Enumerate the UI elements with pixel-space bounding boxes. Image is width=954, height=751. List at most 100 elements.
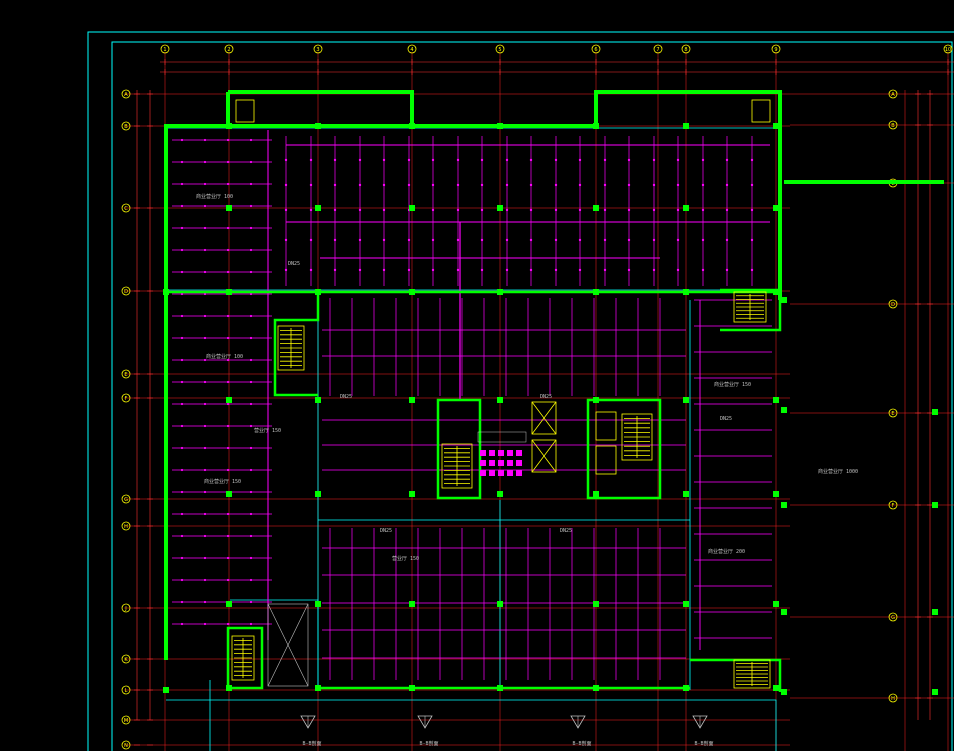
sprinkler-head-u-4-1 <box>358 158 362 162</box>
left-axis-bubble-1-label: A <box>124 92 128 98</box>
fixture-1-5 <box>516 450 522 456</box>
sprinkler-head-w-470-3 <box>226 468 230 472</box>
right-axis-bubble-4-label: D <box>891 302 895 308</box>
left-axis-bubble-2-circle <box>121 121 131 131</box>
sprinkler-head-u-12-3 <box>554 208 558 212</box>
column-5-3 <box>593 289 599 295</box>
right-axis-bubble-1-label: A <box>891 92 895 98</box>
sprinkler-head-u-6-5 <box>407 268 411 272</box>
sprinkler-head-u-15-3 <box>627 208 631 212</box>
column-edge-5 <box>781 502 787 508</box>
fixture-1-3 <box>498 450 504 456</box>
sprinkler-head-u-8-5 <box>456 268 460 272</box>
left-axis-bubble-8-circle <box>121 521 131 531</box>
top-axis-bubble-4-label: 4 <box>410 47 413 53</box>
elevator-1-cross-b <box>531 401 557 435</box>
sprinkler-head-u-1-5 <box>284 268 288 272</box>
sprinkler-head-u-10-4 <box>505 238 509 242</box>
sprinkler-head-w-492-1 <box>180 490 184 494</box>
sprinkler-head-u-20-2 <box>750 183 754 187</box>
sprinkler-head-w-492-2 <box>203 490 207 494</box>
column-5-5 <box>593 491 599 497</box>
sprinkler-head-w-624-1 <box>180 622 184 626</box>
pipe-tag-2: DN25 <box>340 394 352 400</box>
column-2-1 <box>315 123 321 129</box>
sprinkler-head-w-184-2 <box>203 182 207 186</box>
right-axis-bubble-8-label: H <box>891 696 895 702</box>
sprinkler-head-w-184-4 <box>249 182 253 186</box>
column-6-7 <box>683 685 689 691</box>
right-axis-bubble-5-circle <box>888 408 898 418</box>
sprinkler-head-u-19-4 <box>725 238 729 242</box>
sprinkler-head-u-7-5 <box>431 268 435 272</box>
sprinkler-head-u-5-1 <box>382 158 386 162</box>
sprinkler-head-w-316-3 <box>226 314 230 318</box>
room-label-2: 商业营业厅 100 <box>206 353 243 360</box>
left-axis-bubble-7-label: G <box>124 497 128 503</box>
shaft-cross-b <box>267 603 309 687</box>
sprinkler-head-w-140-3 <box>226 138 230 142</box>
sprinkler-head-w-426-3 <box>226 424 230 428</box>
column-5-7 <box>593 685 599 691</box>
sprinkler-head-w-448-2 <box>203 446 207 450</box>
sprinkler-head-w-448-3 <box>226 446 230 450</box>
inner-frame <box>111 41 953 751</box>
sprinkler-head-u-7-3 <box>431 208 435 212</box>
top-axis-bubble-4-circle <box>407 44 417 54</box>
pipe-tag-6: DN25 <box>720 416 732 422</box>
sprinkler-head-w-602-2 <box>203 600 207 604</box>
outer-frame <box>87 31 954 751</box>
column-5-1 <box>593 123 599 129</box>
sprinkler-head-w-558-4 <box>249 556 253 560</box>
sprinkler-head-w-250-4 <box>249 248 253 252</box>
sprinkler-head-u-6-2 <box>407 183 411 187</box>
shaft-west <box>267 603 309 687</box>
sprinkler-head-w-382-4 <box>249 380 253 384</box>
sprinkler-head-w-250-3 <box>226 248 230 252</box>
room-label-4: 商业营业厅 150 <box>204 478 241 485</box>
left-axis-bubble-1-circle <box>121 89 131 99</box>
right-axis-bubble-6-circle <box>888 500 898 510</box>
restroom-counter <box>477 431 527 443</box>
top-axis-bubble-7-circle <box>653 44 663 54</box>
sprinkler-head-w-580-2 <box>203 578 207 582</box>
right-axis-bubble-2-circle <box>888 120 898 130</box>
stair-north-east-outline <box>733 291 767 323</box>
sprinkler-head-w-624-3 <box>226 622 230 626</box>
sprinkler-head-w-294-1 <box>180 292 184 296</box>
left-axis-bubble-12-circle <box>121 715 131 725</box>
sprinkler-head-w-316-1 <box>180 314 184 318</box>
restroom-fixtures <box>477 431 527 476</box>
sprinkler-head-u-12-5 <box>554 268 558 272</box>
left-axis-bubble-6-label: F <box>125 396 128 402</box>
sprinkler-head-u-14-4 <box>603 238 607 242</box>
sprinkler-head-w-624-2 <box>203 622 207 626</box>
fixture-3-2 <box>489 470 495 476</box>
column-7-6 <box>773 601 779 607</box>
sprinkler-head-w-338-1 <box>180 336 184 340</box>
right-axis-bubble-1-circle <box>888 89 898 99</box>
sprinkler-head-u-15-4 <box>627 238 631 242</box>
south-east-wall <box>690 658 782 692</box>
sprinkler-head-u-17-5 <box>676 268 680 272</box>
top-axis-bubble-3-label: 3 <box>316 47 319 53</box>
right-axis-bubble-8-circle <box>888 693 898 703</box>
column-5-6 <box>593 601 599 607</box>
sprinkler-head-w-228-1 <box>180 226 184 230</box>
left-axis-bubble-7-circle <box>121 494 131 504</box>
sprinkler-head-w-272-1 <box>180 270 184 274</box>
sprinkler-head-w-316-4 <box>249 314 253 318</box>
sprinkler-head-u-6-1 <box>407 158 411 162</box>
elevator-core <box>586 398 662 500</box>
stair-east-core-outline <box>621 413 653 461</box>
left-axis-bubble-9-label: J <box>124 606 126 612</box>
sprinkler-head-u-7-2 <box>431 183 435 187</box>
stairwells <box>231 291 771 689</box>
sprinkler-head-w-426-1 <box>180 424 184 428</box>
sprinkler-head-w-250-1 <box>180 248 184 252</box>
sprinkler-head-u-5-3 <box>382 208 386 212</box>
sprinkler-head-w-470-4 <box>249 468 253 472</box>
sprinkler-head-u-13-2 <box>578 183 582 187</box>
